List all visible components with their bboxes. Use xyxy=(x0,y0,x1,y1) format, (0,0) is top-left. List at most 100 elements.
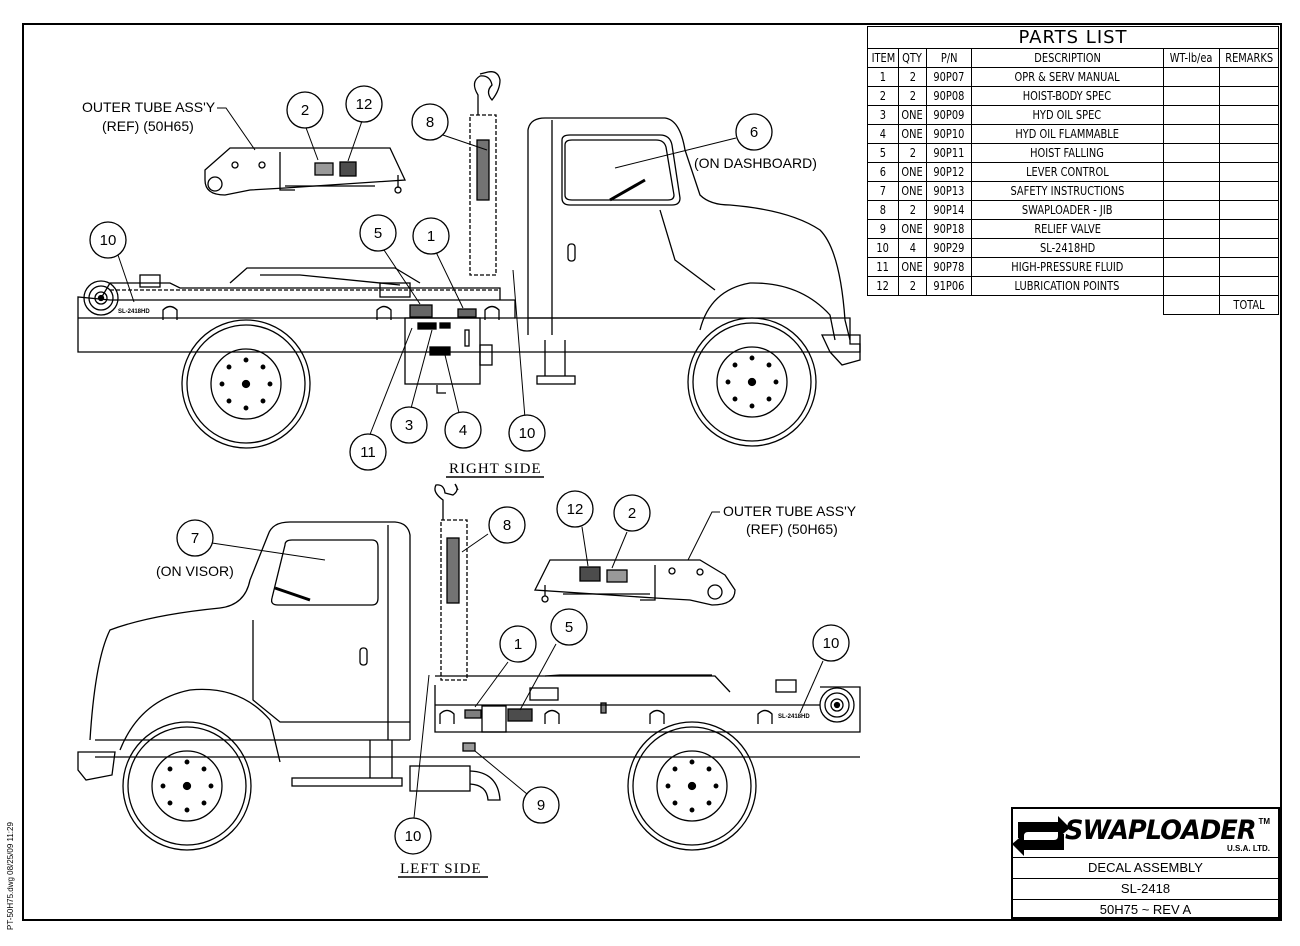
right-side-view: SL-2418HD xyxy=(77,71,861,478)
parts-cell-description: SAFETY INSTRUCTIONS xyxy=(1010,184,1125,198)
col-description: DESCRIPTION xyxy=(1033,51,1101,65)
right-leader-lines xyxy=(117,107,737,438)
parts-cell-description: LUBRICATION POINTS xyxy=(1014,279,1120,293)
file-stamp: PT-50H75.dwg 08/25/09 11:29 xyxy=(6,822,15,930)
right-rear-wheel xyxy=(181,319,311,449)
parts-cell-pn: 90P10 xyxy=(933,127,965,141)
col-pn: P/N xyxy=(940,51,958,65)
col-remarks: REMARKS xyxy=(1224,51,1273,65)
parts-list-header: ITEM QTY P/N DESCRIPTION WT-lb/ea REMARK… xyxy=(867,48,1280,68)
balloon-10: 10 xyxy=(405,828,422,845)
parts-cell-qty: ONE xyxy=(901,184,924,198)
parts-cell-description: RELIEF VALVE xyxy=(1033,222,1101,236)
balloon-12: 12 xyxy=(567,501,584,518)
model-number: SL-2418 xyxy=(1013,879,1278,900)
outer-tube-ref: (REF) (50H65) xyxy=(102,118,194,134)
left-rear-roller xyxy=(819,687,855,723)
parts-cell-description: HOIST-BODY SPEC xyxy=(1023,89,1112,103)
swaploader-logo: SWAPLOADER TM U.S.A. LTD. xyxy=(1013,809,1278,858)
parts-cell-item: 9 xyxy=(879,222,887,236)
balloon-6: 6 xyxy=(750,124,758,141)
balloon-10: 10 xyxy=(823,635,840,652)
right-front-wheel xyxy=(687,317,817,447)
parts-list-title: PARTS LIST xyxy=(867,26,1279,49)
brand-name: SWAPLOADER xyxy=(1065,815,1257,846)
outer-tube-ref: (REF) (50H65) xyxy=(746,521,838,537)
parts-total-row: TOTAL xyxy=(868,295,1280,315)
parts-cell-pn: 90P13 xyxy=(933,184,965,198)
parts-cell-qty: ONE xyxy=(901,127,924,141)
total-label: TOTAL xyxy=(1233,298,1265,312)
parts-list-table: PARTS LIST ITEM QTY P/N DESCRIPTION WT-l… xyxy=(867,26,1280,315)
parts-cell-pn: 90P18 xyxy=(933,222,965,236)
left-leader-lines xyxy=(211,511,824,819)
parts-cell-item: 12 xyxy=(876,279,890,293)
parts-cell-qty: ONE xyxy=(901,260,924,274)
parts-row: 2 2 90P08 HOIST-BODY SPEC xyxy=(867,86,1280,106)
left-side-title: LEFT SIDE xyxy=(400,861,482,877)
balloon-12: 12 xyxy=(356,96,373,113)
balloon-8: 8 xyxy=(426,114,434,131)
balloon-10: 10 xyxy=(519,425,536,442)
balloon-8: 8 xyxy=(503,517,511,534)
left-balloons xyxy=(176,490,850,855)
left-front-wheel xyxy=(122,721,252,851)
parts-cell-description: SL-2418HD xyxy=(1039,241,1095,255)
title-block: SWAPLOADER TM U.S.A. LTD. DECAL ASSEMBLY… xyxy=(1011,807,1280,919)
parts-row: 9 ONE 90P18 RELIEF VALVE xyxy=(867,219,1280,239)
parts-cell-pn: 90P29 xyxy=(933,241,965,255)
outer-tube-callout: OUTER TUBE ASS'Y xyxy=(723,503,857,519)
parts-cell-item: 7 xyxy=(879,184,887,198)
right-balloons xyxy=(89,85,773,471)
parts-cell-item: 2 xyxy=(879,89,887,103)
right-side-title: RIGHT SIDE xyxy=(449,461,542,477)
balloon-4: 4 xyxy=(459,422,467,439)
drawing-title: DECAL ASSEMBLY xyxy=(1013,858,1278,879)
col-qty: QTY xyxy=(902,51,923,65)
col-weight: WT-lb/ea xyxy=(1169,51,1213,65)
parts-cell-pn: 90P09 xyxy=(933,108,965,122)
parts-cell-description: OPR & SERV MANUAL xyxy=(1014,70,1120,84)
left-outer-tube-detail xyxy=(533,559,736,606)
parts-cell-qty: 2 xyxy=(909,279,916,293)
parts-cell-qty: 2 xyxy=(909,203,916,217)
trademark: TM xyxy=(1258,817,1270,826)
col-item: ITEM xyxy=(871,51,895,65)
right-cab xyxy=(527,117,851,341)
visor-callout: (ON VISOR) xyxy=(156,563,234,579)
dashboard-callout: (ON DASHBOARD) xyxy=(694,155,817,171)
balloon-5: 5 xyxy=(374,225,382,242)
parts-cell-qty: 2 xyxy=(909,89,916,103)
balloon-1: 1 xyxy=(427,228,435,245)
parts-cell-qty: ONE xyxy=(901,222,924,236)
parts-cell-pn: 90P07 xyxy=(933,70,965,84)
left-rear-wheel xyxy=(627,721,757,851)
parts-cell-item: 3 xyxy=(879,108,887,122)
right-jib xyxy=(469,71,501,276)
parts-cell-item: 5 xyxy=(879,146,887,160)
right-decal-sl2418hd: SL-2418HD xyxy=(118,309,150,315)
balloon-10: 10 xyxy=(100,232,117,249)
parts-cell-pn: 90P08 xyxy=(933,89,965,103)
brand-sub: U.S.A. LTD. xyxy=(1227,844,1270,853)
right-chassis-frame xyxy=(77,296,861,353)
left-cab xyxy=(89,521,411,763)
balloon-3: 3 xyxy=(405,417,413,434)
parts-cell-description: HYD OIL FLAMMABLE xyxy=(1015,127,1120,141)
balloon-9: 9 xyxy=(537,797,545,814)
balloon-7: 7 xyxy=(191,530,199,547)
parts-cell-description: HYD OIL SPEC xyxy=(1032,108,1102,122)
parts-cell-item: 11 xyxy=(876,260,890,274)
parts-cell-qty: ONE xyxy=(901,165,924,179)
left-chassis-frame xyxy=(434,685,861,733)
swaploader-logo-icon xyxy=(1012,816,1070,856)
balloon-5: 5 xyxy=(565,619,573,636)
balloon-1: 1 xyxy=(514,636,522,653)
parts-cell-qty: 4 xyxy=(909,241,916,255)
